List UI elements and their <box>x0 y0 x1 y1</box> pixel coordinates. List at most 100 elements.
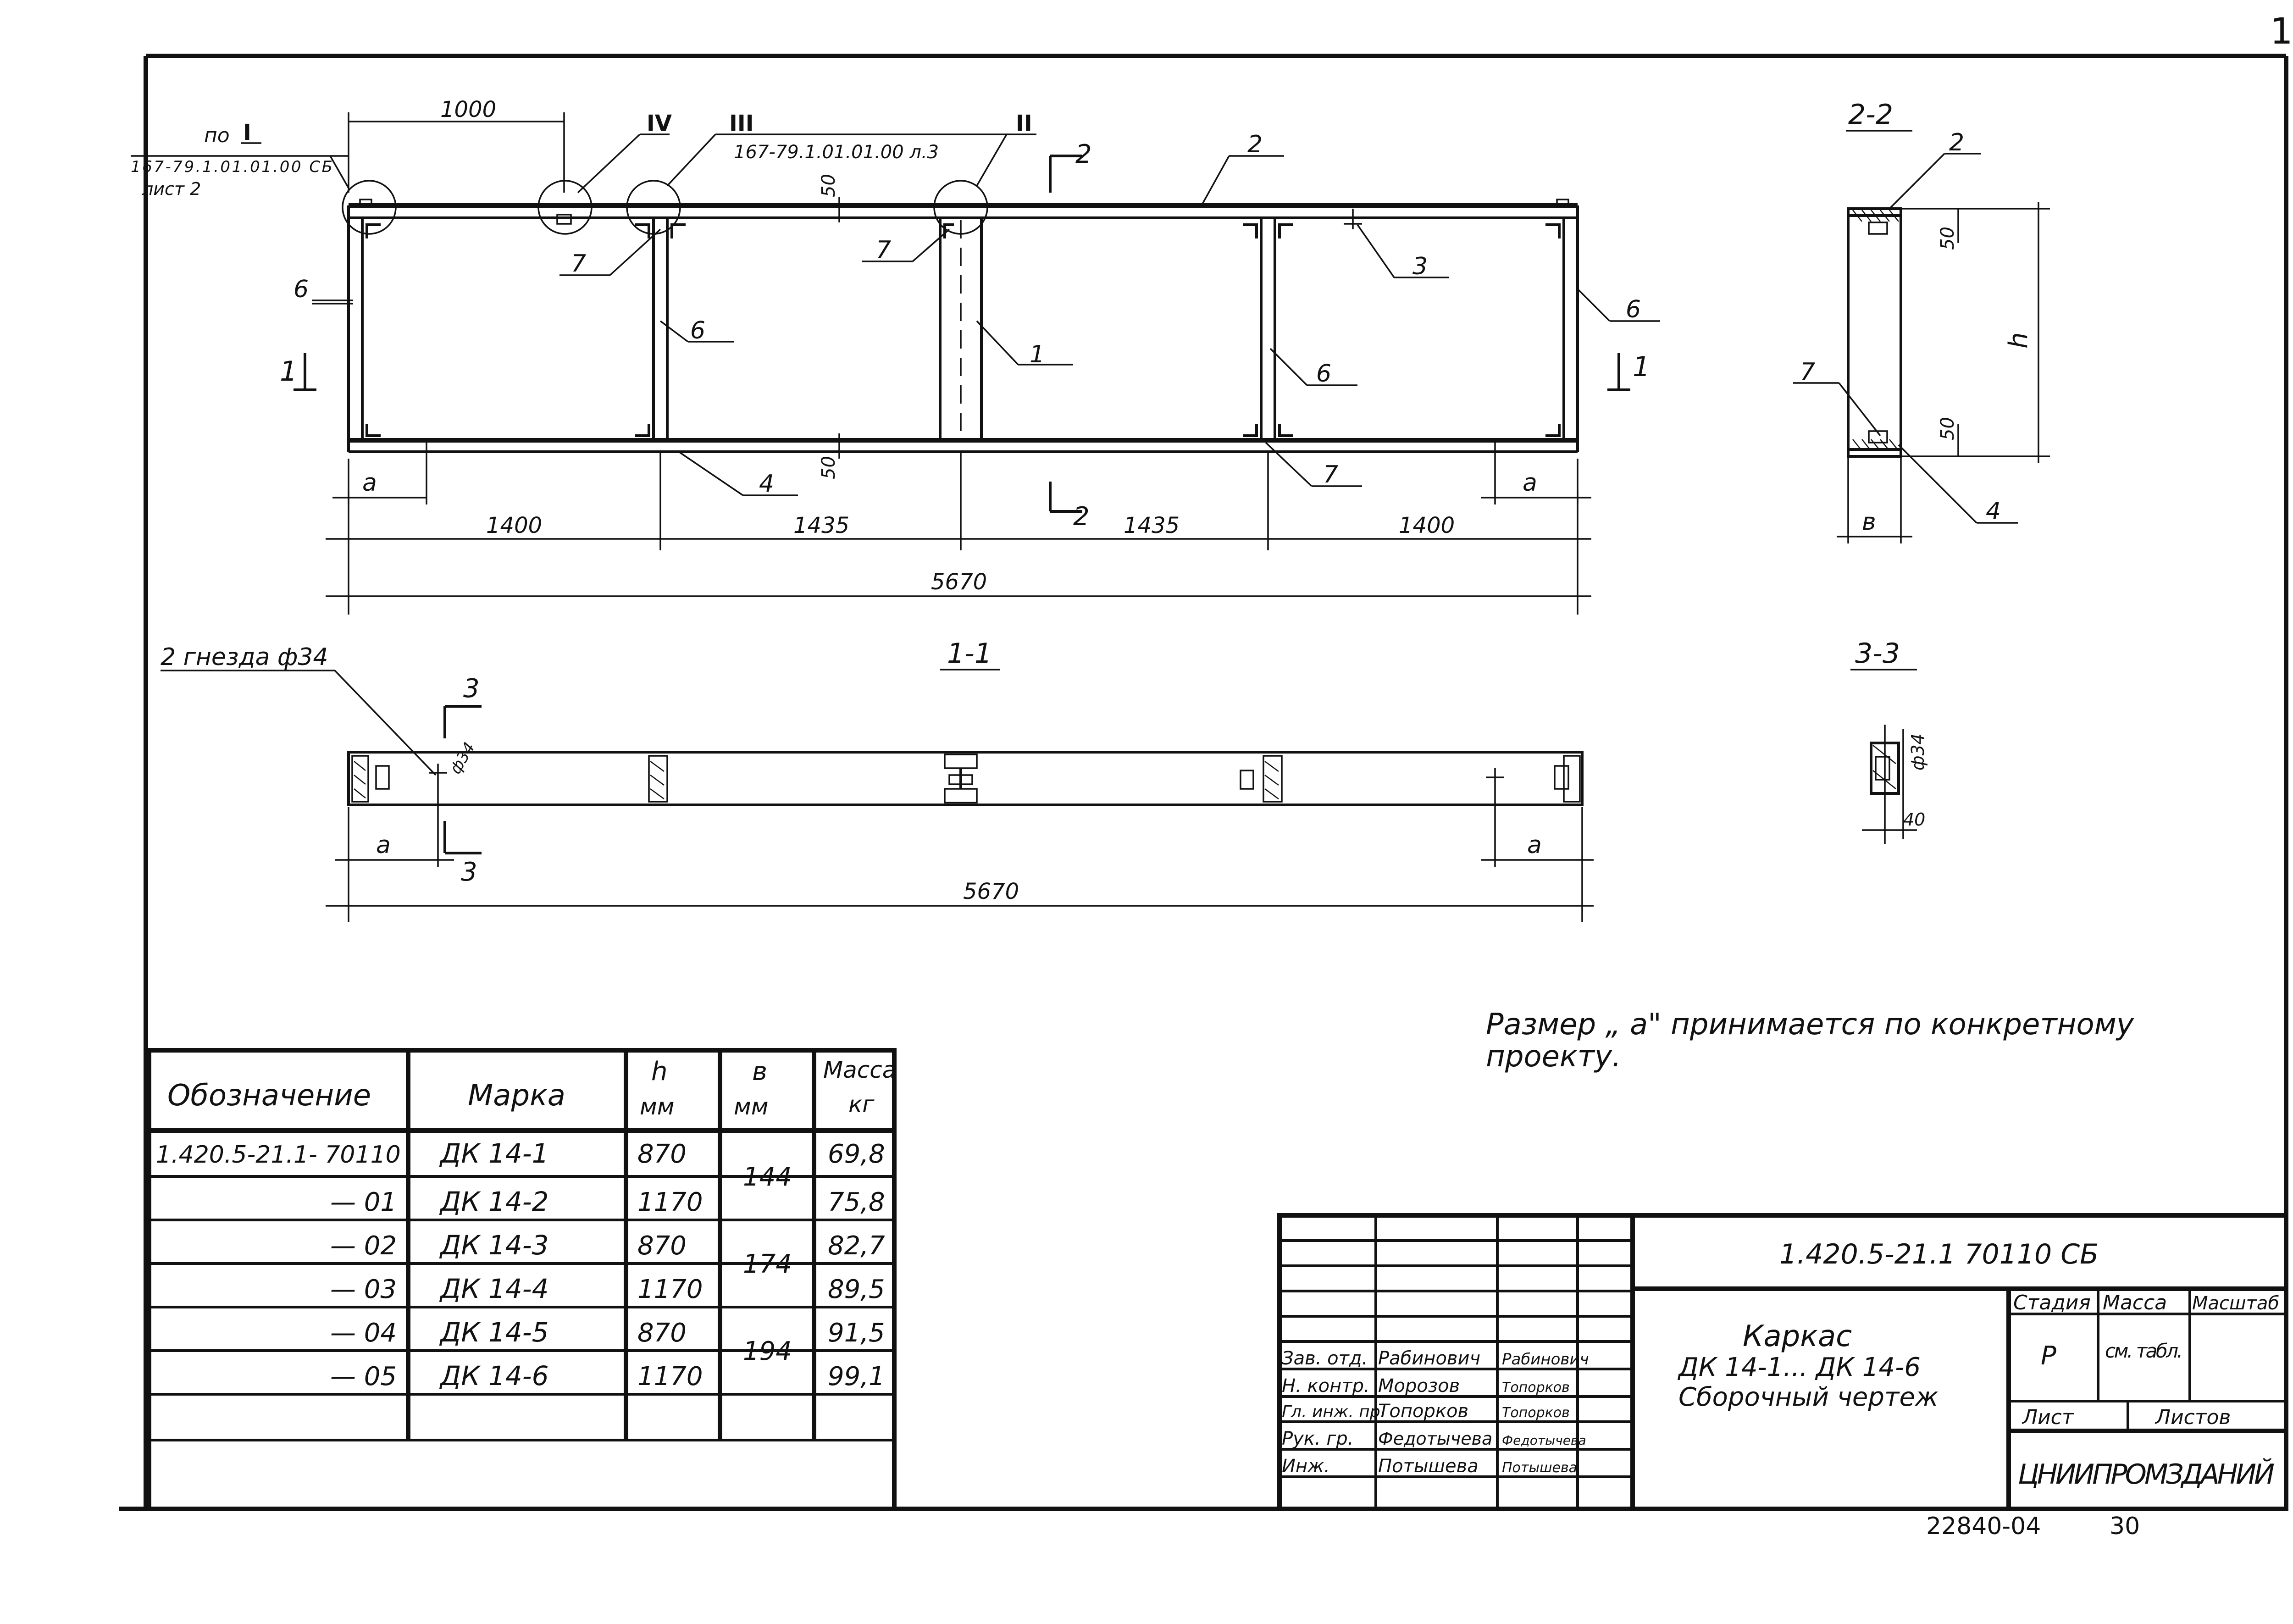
sign-name-5: Потышева <box>1378 1456 1479 1477</box>
callout-circle-I <box>342 180 397 235</box>
width-144: 144 <box>743 1162 792 1192</box>
header-mark: Марка <box>468 1079 565 1113</box>
pos-1: 1 <box>1030 341 1045 368</box>
sign-mark-4: Федотычева <box>1502 1433 1586 1448</box>
dim-50-top: 50 <box>818 174 839 197</box>
sign-mark-2: Топорков <box>1502 1380 1570 1396</box>
ref-left-line1: по <box>204 124 230 147</box>
row-4-mark: ДК 14-4 <box>439 1273 549 1304</box>
pos-6-left-outer: 6 <box>294 276 309 303</box>
section-1-1-dim-a-right: a <box>1527 831 1542 859</box>
section-1-right: 1 <box>1633 351 1650 383</box>
sign-role-2: Н. контр. <box>1282 1375 1370 1397</box>
front-view: 1000 по I 167-79.1.01.01.00 СБ лист 2 IV… <box>131 97 1660 615</box>
pos-6-inner: 6 <box>690 317 705 344</box>
row-4-h: 1170 <box>637 1275 703 1304</box>
sign-mark-5: Потышева <box>1502 1460 1577 1476</box>
row-6-mass: 99,1 <box>828 1362 885 1391</box>
callout-IV-label: IV <box>647 111 672 136</box>
section-3-3: 3-3 ф34 40 <box>1850 637 1928 844</box>
spec-table: Обозначение Марка h мм в мм Масса кг 1.4… <box>147 1048 897 1511</box>
callout-III-label: III <box>729 111 754 136</box>
dim-5670-section: 5670 <box>963 879 1019 904</box>
row-3-mass: 82,7 <box>828 1231 885 1261</box>
section-2-2-dim-50-bottom: 50 <box>1937 417 1958 440</box>
row-2-mark: ДК 14-2 <box>439 1186 549 1217</box>
nests-label: 2 гнезда ф34 <box>161 643 328 671</box>
section-1-1-title: 1-1 <box>947 637 992 670</box>
note-line-2: проекту. <box>1486 1040 1621 1074</box>
section-2-2-dim-h: h <box>2004 333 2033 349</box>
sign-role-3: Гл. инж. пр. <box>1282 1402 1385 1421</box>
row-1-h: 870 <box>637 1139 687 1169</box>
header-b-unit: мм <box>734 1093 768 1120</box>
note-line-1: Размер „ a" принимается по конкретному <box>1486 1008 2134 1042</box>
ref-center: 167-79.1.01.01.00 л.3 <box>734 142 939 163</box>
row-2-mass: 75,8 <box>828 1187 885 1217</box>
mass-value: см. табл. <box>2105 1340 2183 1362</box>
section-3-3-title: 3-3 <box>1855 637 1900 670</box>
pos-7-right: 7 <box>1323 461 1338 488</box>
section-1-left: 1 <box>280 355 297 388</box>
section-2-2-pos-7: 7 <box>1800 358 1815 386</box>
ref-left-roman: I <box>243 120 251 145</box>
row-5-mark: ДК 14-5 <box>439 1317 549 1348</box>
row-2-designation: — 01 <box>330 1187 397 1217</box>
row-4-mass: 89,5 <box>828 1275 885 1304</box>
dim-1400-left: 1400 <box>486 513 542 538</box>
section-3-3-dim-40: 40 <box>1903 809 1925 830</box>
title-line-3: Сборочный чертеж <box>1678 1382 1938 1412</box>
pos-6-right-inner: 6 <box>1316 360 1331 388</box>
stage-value: Р <box>2041 1341 2056 1371</box>
section-3-bottom: 3 <box>461 857 477 887</box>
pos-7-center: 7 <box>876 236 891 264</box>
sign-name-1: Рабинович <box>1378 1348 1480 1369</box>
header-b: в <box>752 1057 767 1086</box>
callout-circle-II <box>933 180 988 235</box>
row-5-h: 870 <box>637 1318 687 1348</box>
title-line-2: ДК 14-1... ДК 14-6 <box>1677 1352 1921 1382</box>
row-4-designation: — 03 <box>330 1275 397 1304</box>
row-1-designation: 1.420.5-21.1- 70110 <box>156 1141 401 1169</box>
dim-1000: 1000 <box>440 97 496 122</box>
doc-code: 1.420.5-21.1 70110 СБ <box>1779 1238 2099 1270</box>
pos-3: 3 <box>1412 253 1428 280</box>
row-5-mass: 91,5 <box>828 1318 885 1348</box>
header-designation: Обозначение <box>167 1079 371 1113</box>
section-2-2: 2-2 2 7 4 50 50 h в <box>1793 99 2050 543</box>
sign-name-3: Топорков <box>1378 1401 1468 1422</box>
section-2-2-dim-50-top: 50 <box>1937 227 1958 250</box>
header-h: h <box>651 1057 668 1086</box>
archive-number: 22840-04 <box>1926 1513 2041 1540</box>
header-mass: Масса <box>823 1057 896 1083</box>
dim-5670-front: 5670 <box>931 569 987 595</box>
section-3-top: 3 <box>463 674 480 704</box>
ref-left-line2: 167-79.1.01.01.00 СБ <box>131 158 332 176</box>
dim-a-left: a <box>362 469 377 497</box>
header-h-unit: мм <box>640 1093 674 1120</box>
row-1-mark: ДК 14-1 <box>439 1138 549 1169</box>
sheet-label: Лист <box>2022 1406 2074 1429</box>
sign-role-5: Инж. <box>1282 1456 1330 1477</box>
section-3-3-dim-phi: ф34 <box>1908 733 1928 770</box>
callout-circle-IV <box>537 180 593 235</box>
width-194: 194 <box>743 1336 792 1366</box>
section-2-2-title: 2-2 <box>1848 99 1893 131</box>
dim-1435-left: 1435 <box>793 513 849 538</box>
row-6-h: 1170 <box>637 1362 703 1391</box>
row-6-mark: ДК 14-6 <box>439 1360 549 1391</box>
pos-2: 2 <box>1247 131 1263 158</box>
row-6-designation: — 05 <box>330 1362 397 1391</box>
pos-4: 4 <box>759 470 774 498</box>
sign-name-2: Морозов <box>1378 1375 1460 1397</box>
sign-role-4: Рук. гр. <box>1282 1428 1354 1449</box>
section-1-1-dim-a-left: a <box>376 831 391 859</box>
row-3-h: 870 <box>637 1231 687 1261</box>
stage-header: Стадия <box>2013 1291 2091 1314</box>
section-2-2-pos-2: 2 <box>1949 129 1964 156</box>
sign-mark-1: Рабинович <box>1502 1350 1589 1369</box>
title-block: Зав. отд. Рабинович Рабинович Н. контр. … <box>1277 1213 2288 1511</box>
ref-left-line3: лист 2 <box>142 179 201 199</box>
footer-page: 30 <box>2110 1513 2140 1540</box>
